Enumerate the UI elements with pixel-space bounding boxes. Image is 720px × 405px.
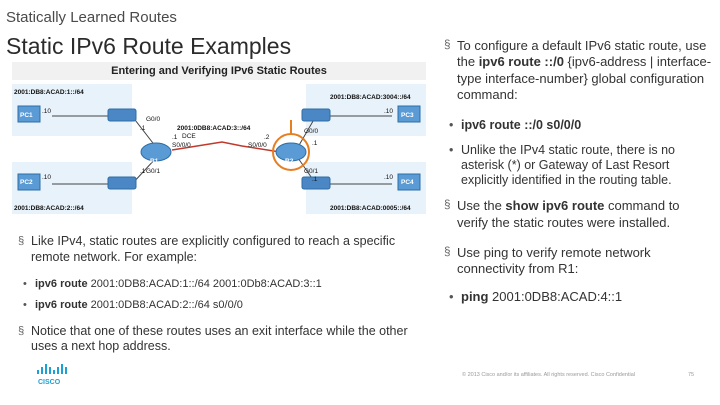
- left-column: Like IPv4, static routes are explicitly …: [18, 234, 418, 355]
- b1-post: {ipv6-address | interface-type interface…: [457, 54, 712, 102]
- router-r2-icon: [275, 142, 307, 162]
- r1-g01-ip: .1: [140, 168, 146, 175]
- r2-g00-label: G0/0: [304, 128, 319, 135]
- section-label: Statically Learned Routes: [6, 9, 177, 26]
- r2-g00-ip: .1: [312, 140, 318, 147]
- switch-s4-icon: [301, 176, 331, 190]
- switch-s3-icon: [301, 108, 331, 122]
- switch-s1-icon: [107, 108, 137, 122]
- host-pc3: .10: [384, 108, 394, 115]
- pc2-icon: [17, 173, 41, 191]
- r2-label: R2: [285, 158, 294, 165]
- host-pc2: .10: [42, 174, 52, 181]
- topology-graphic: [12, 62, 426, 214]
- s3-cmd: ping: [461, 289, 489, 305]
- right-column: To configure a default IPv6 static route…: [444, 38, 714, 306]
- r2-g01-ip: .1: [312, 176, 318, 183]
- link-s1-r1: [131, 115, 157, 148]
- host-pc1: .10: [42, 108, 52, 115]
- bullet-show-route: Use the show ipv6 route command to verif…: [444, 198, 714, 231]
- b1-cmd: ipv6 route ::/0: [478, 54, 564, 70]
- sub-default-cmd: ipv6 route ::/0 s0/0/0: [444, 117, 714, 134]
- b2-cmd: show ipv6 route: [505, 198, 605, 214]
- note-text: Notice that one of these routes uses an …: [31, 323, 408, 354]
- bullet-intro: Like IPv4, static routes are explicitly …: [18, 234, 418, 265]
- bullet-ping: Use ping to verify remote network connec…: [444, 245, 714, 278]
- net-pc4-label: 2001:DB8:ACAD:0005::/64: [330, 205, 411, 212]
- host-pc4: .10: [384, 174, 394, 181]
- pc4-label: PC4: [401, 179, 414, 186]
- pc3-icon: [397, 105, 421, 123]
- dce-label: DCE: [182, 133, 196, 140]
- footer-copyright: © 2013 Cisco and/or its affiliates. All …: [462, 372, 636, 378]
- slide-title: Static IPv6 Route Examples: [6, 33, 292, 59]
- b2-post: command to verify the static routes were…: [457, 198, 680, 230]
- r1-g01-label: G0/1: [146, 168, 161, 175]
- net-pc1-label: 2001:DB8:ACAD:1::/64: [14, 89, 84, 96]
- pc1-icon: [17, 105, 41, 123]
- intro-text: Like IPv4, static routes are explicitly …: [31, 234, 396, 264]
- example-1-args: 2001:0DB8:ACAD:1::/64 2001:0Db8:ACAD:3::…: [87, 278, 322, 291]
- pc1-label: PC1: [20, 112, 33, 119]
- pc4-icon: [397, 173, 421, 191]
- svg-text:CISCO: CISCO: [38, 379, 61, 386]
- bullet-default-route: To configure a default IPv6 static route…: [444, 38, 714, 103]
- b1-pre: To configure a default IPv6 static route…: [457, 38, 707, 70]
- pc3-label: PC3: [401, 112, 414, 119]
- r1-serial-ip: .1: [172, 134, 178, 141]
- cisco-logo: CISCO: [37, 364, 67, 386]
- example-2: ipv6 route 2001:0DB8:ACAD:2::/64 s0/0/0: [18, 298, 418, 313]
- r1-s000-label: S0/0/0: [172, 142, 191, 149]
- r2-g01-label: G0/1: [304, 168, 319, 175]
- example-2-args: 2001:0DB8:ACAD:2::/64 s0/0/0: [87, 298, 243, 311]
- r1-label: R1: [150, 158, 159, 165]
- r2-s000-label: S0/0/0: [248, 142, 267, 149]
- r1-g00-ip: .1: [140, 125, 146, 132]
- r1-g00-label: G0/0: [146, 116, 161, 123]
- sub-unlike-ipv4: Unlike the IPv4 static route, there is n…: [444, 143, 714, 188]
- example-1: ipv6 route 2001:0DB8:ACAD:1::/64 2001:0D…: [18, 277, 418, 292]
- b3-text: Use ping to verify remote network connec…: [457, 244, 651, 276]
- topology-diagram: Entering and Verifying IPv6 Static Route…: [12, 62, 426, 220]
- example-2-cmd: ipv6 route: [35, 298, 88, 311]
- router-r1-icon: [140, 142, 172, 162]
- example-1-cmd: ipv6 route: [35, 278, 88, 291]
- serial-link: [171, 141, 281, 153]
- diagram-title-bar: [12, 62, 426, 80]
- pc2-label: PC2: [20, 179, 33, 186]
- sub-ping-cmd: ping 2001:0DB8:ACAD:4::1: [444, 289, 714, 306]
- s2-text: Unlike the IPv4 static route, there is n…: [461, 143, 675, 188]
- b2-pre: Use the: [457, 198, 506, 214]
- net-pc3-label: 2001:DB8:ACAD:3004::/64: [330, 94, 411, 101]
- switch-s2-icon: [107, 176, 137, 190]
- r2-serial-ip: .2: [264, 134, 270, 141]
- net-serial-label: 2001:0DB8:ACAD:3::/64: [177, 125, 251, 132]
- diagram-title: Entering and Verifying IPv6 Static Route…: [111, 65, 327, 77]
- bullet-note: Notice that one of these routes uses an …: [18, 324, 418, 355]
- page-number: 75: [688, 372, 695, 378]
- s1-text: ipv6 route ::/0 s0/0/0: [461, 118, 582, 132]
- net-pc2-label: 2001:DB8:ACAD:2::/64: [14, 205, 84, 212]
- s3-args: 2001:0DB8:ACAD:4::1: [488, 289, 623, 305]
